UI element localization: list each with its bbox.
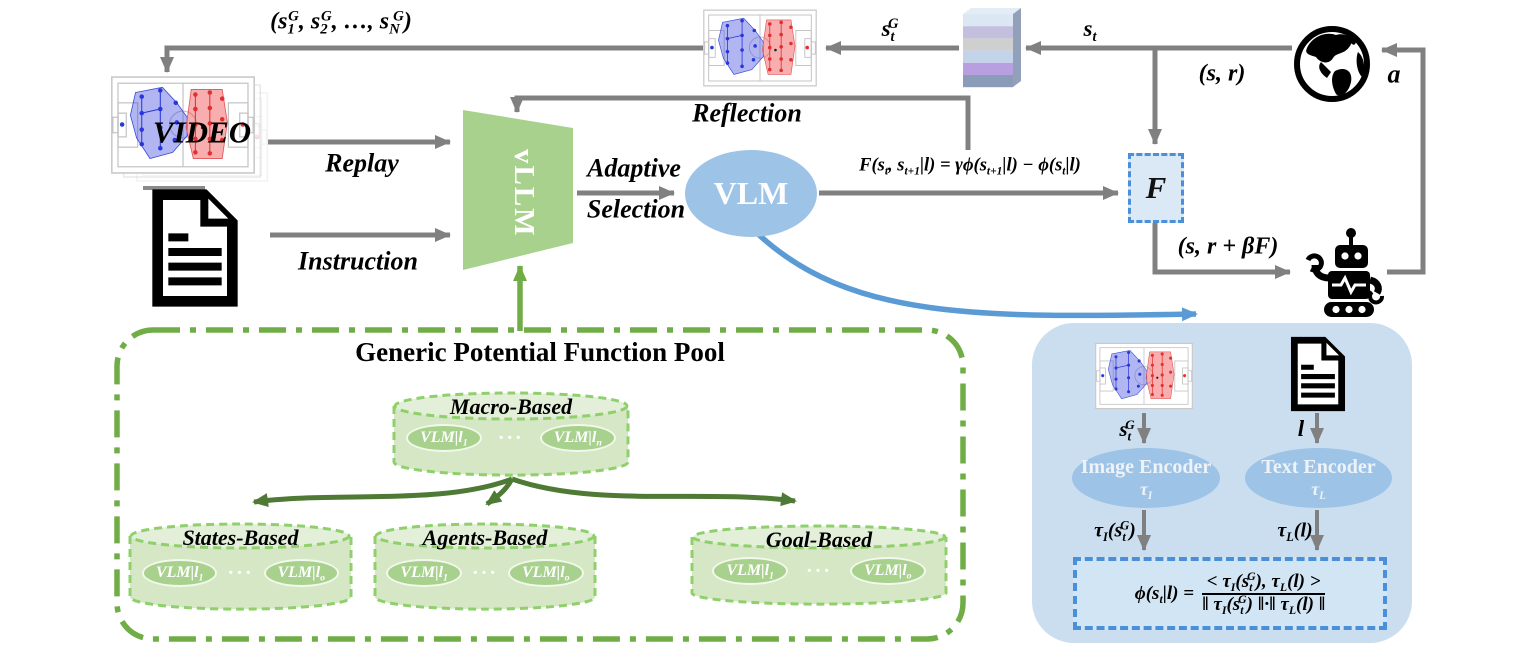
image-encoder-label: Image Encoder — [1080, 456, 1212, 478]
video-label: VIDEO — [152, 114, 252, 150]
environment-globe-icon — [1292, 24, 1372, 104]
vlm-node: VLM — [685, 150, 817, 237]
shaping-formula: F(st, st+1|l) = γϕ(st+1|l) − ϕ(st|l) — [859, 155, 1081, 178]
text-encoder-tau: τL — [1311, 479, 1326, 502]
states-based-label: States-Based — [182, 525, 299, 550]
instruction-label: Instruction — [298, 246, 418, 276]
agents-based-label: Agents-Based — [422, 525, 548, 550]
phi-formula-box: ϕ(st|l) = < τI(stG), τL(l) > ‖ τI(stG) ‖… — [1073, 557, 1387, 630]
reflection-label: Reflection — [692, 98, 802, 128]
panel-language-document-icon — [1287, 336, 1349, 412]
agents-based-cylinder: Agents-Based VLM|l1 ··· VLM|lo — [373, 521, 597, 612]
video-frame-bar — [143, 186, 205, 190]
vlm-l1-pill: VLM|l1 — [386, 559, 462, 587]
f-node: F — [1128, 153, 1184, 223]
pool-title: Generic Potential Function Pool — [355, 336, 725, 367]
goal-based-label: Goal-Based — [765, 527, 873, 552]
goal-based-cylinder: Goal-Based VLM|l1 ··· VLM|lo — [690, 523, 948, 607]
state-reward-label: (s, r) — [1198, 60, 1246, 87]
vlm-label: VLM — [713, 175, 789, 211]
instruction-document-icon — [145, 188, 245, 308]
goal-state-pitch-graphic — [703, 8, 817, 88]
states-based-cylinder: States-Based VLM|l1 ··· VLM|lo — [128, 521, 353, 612]
ellipsis-dots: ··· — [497, 426, 524, 449]
phi-lhs: ϕ(st|l) = — [1134, 582, 1195, 606]
agent-robot-icon — [1298, 226, 1390, 318]
s-t-label: st — [1083, 15, 1097, 45]
macro-based-cylinder: Macro-Based VLM|l1 ··· VLM|ln — [392, 390, 630, 478]
replay-label: Replay — [325, 148, 399, 178]
vlm-l1-pill: VLM|l1 — [406, 424, 482, 452]
vllm-funnel — [463, 110, 573, 270]
vlm-l1-pill: VLM|l1 — [141, 559, 218, 587]
goal-sequence-label: (s1G, s2G, …, sNG) — [270, 8, 412, 38]
phi-denominator: ‖ τI(stG) ‖·‖ τL(l) ‖ — [1202, 592, 1326, 617]
vlm-lo-pill: VLM|lo — [263, 559, 340, 587]
vlm-lo-pill: VLM|lo — [850, 557, 926, 585]
f-label: F — [1145, 170, 1167, 205]
ellipsis-dots: ··· — [805, 559, 832, 582]
tau-l-output-label: τL(l) — [1277, 519, 1313, 544]
tau-i-output-label: τI(stG) — [1094, 518, 1136, 544]
phi-fraction: < τI(stG), τL(l) > ‖ τI(stG) ‖·‖ τL(l) ‖ — [1202, 570, 1326, 617]
vlm-lo-pill: VLM|lo — [508, 559, 584, 587]
phi-numerator: < τI(stG), τL(l) > — [1206, 570, 1321, 594]
panel-s-t-goal-label: stG — [1119, 416, 1135, 444]
ellipsis-dots: ··· — [227, 561, 254, 584]
vlm-ln-pill: VLM|ln — [539, 424, 616, 452]
s-t-goal-label: stG — [881, 15, 899, 45]
macro-based-label: Macro-Based — [449, 394, 573, 419]
adaptive-label: Adaptive — [587, 153, 681, 183]
feature-stack-icon — [963, 8, 1021, 88]
text-encoder-label: Text Encoder — [1261, 456, 1376, 478]
image-encoder-tau: τI — [1139, 479, 1153, 502]
panel-l-label: l — [1297, 415, 1305, 441]
vlm-l1-pill: VLM|l1 — [712, 557, 788, 585]
vllm-label: vLLM — [508, 148, 540, 238]
text-encoder-node: Text Encoder τL — [1245, 448, 1392, 508]
image-encoder-node: Image Encoder τI — [1072, 448, 1220, 508]
ellipsis-dots: ··· — [471, 561, 498, 584]
panel-goal-state-pitch-graphic — [1095, 342, 1193, 410]
